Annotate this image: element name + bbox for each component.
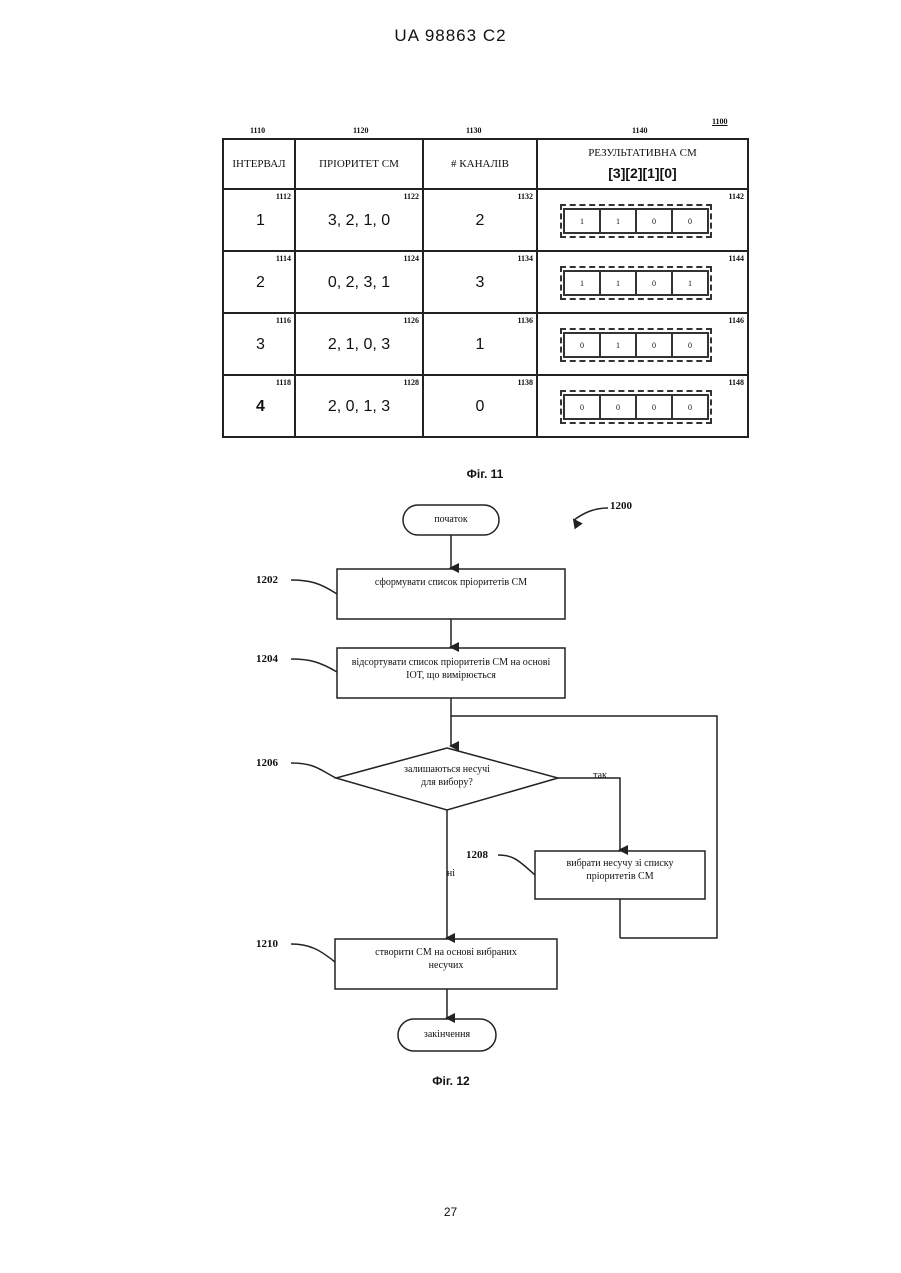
leader-1208 [498, 855, 535, 875]
ref-1206: 1206 [256, 757, 278, 769]
leader-1200 [574, 508, 608, 520]
step-1202-text: сформувати список пріоритетів СМ [337, 576, 565, 589]
fig12-ref: 1200 [610, 500, 632, 512]
end-label: закінчення [398, 1028, 496, 1041]
start-label: початок [403, 513, 499, 526]
step-1210-text: створити СМ на основі вибраних несучих [360, 946, 532, 972]
step-1204-text: відсортувати список пріоритетів СМ на ос… [347, 656, 555, 682]
step-1206-text: залишаються несучі для вибору? [397, 763, 497, 789]
step-1208-text: вибрати несучу зі списку пріоритетів СМ [555, 857, 685, 883]
yes-label: так [588, 769, 612, 782]
no-label: ні [443, 867, 459, 880]
ref-1204: 1204 [256, 653, 278, 665]
leader-1204 [291, 659, 337, 672]
fig12-caption: Фіг. 12 [351, 1074, 551, 1088]
leader-1202 [291, 580, 337, 594]
ref-1208: 1208 [466, 849, 488, 861]
ref-1210: 1210 [256, 938, 278, 950]
leader-1210 [291, 944, 335, 962]
leader-1206 [291, 763, 336, 778]
page-number: 27 [0, 1205, 901, 1219]
arrow-yes [558, 778, 620, 850]
loop-back-line [451, 716, 717, 938]
ref-1202: 1202 [256, 574, 278, 586]
